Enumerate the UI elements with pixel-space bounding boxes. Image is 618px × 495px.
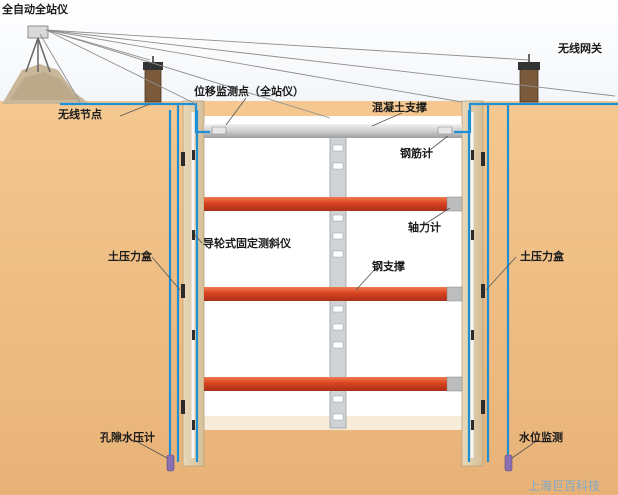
pore-water-probe (166, 454, 175, 472)
left-cable-set (60, 102, 210, 462)
label-rebar-meter: 钢筋计 (400, 147, 433, 160)
label-water-level: 水位监测 (519, 431, 563, 444)
rebar-meter-left (211, 126, 227, 135)
right-cable-set (454, 102, 618, 462)
water-level-probe (504, 454, 513, 472)
watermark-text: 上海巨百科技 (528, 479, 601, 493)
label-inclinometer: 导轮式固定测斜仪 (203, 237, 291, 250)
label-pore-water-meter: 孔隙水压计 (100, 431, 155, 444)
concrete-strut-beam (204, 124, 462, 138)
rebar-meter-right (437, 126, 453, 135)
right-sensors (471, 150, 485, 430)
label-earth-pressure-right: 土压力盒 (520, 250, 564, 263)
label-displacement-point: 位移监测点（全站仪） (194, 85, 304, 98)
leader-lines (119, 97, 539, 459)
steel-strut-1 (204, 196, 463, 212)
steel-strut-2 (204, 286, 463, 302)
label-concrete-strut: 混凝土支撑 (372, 101, 427, 114)
steel-strut-3 (204, 376, 463, 392)
survey-sight-lines (39, 29, 616, 119)
label-wireless-node: 无线节点 (58, 108, 102, 121)
label-axial-force-meter: 轴力计 (408, 221, 441, 234)
label-total-station: 全自动全站仪 (2, 3, 68, 16)
wireless-node-box (143, 56, 163, 103)
sky-background (0, 0, 618, 104)
label-wireless-gateway: 无线网关 (558, 42, 602, 55)
total-station-device (25, 25, 51, 73)
left-sensors (181, 150, 195, 430)
label-steel-strut: 钢支撑 (372, 260, 405, 273)
label-earth-pressure-left: 土压力盒 (108, 250, 152, 263)
